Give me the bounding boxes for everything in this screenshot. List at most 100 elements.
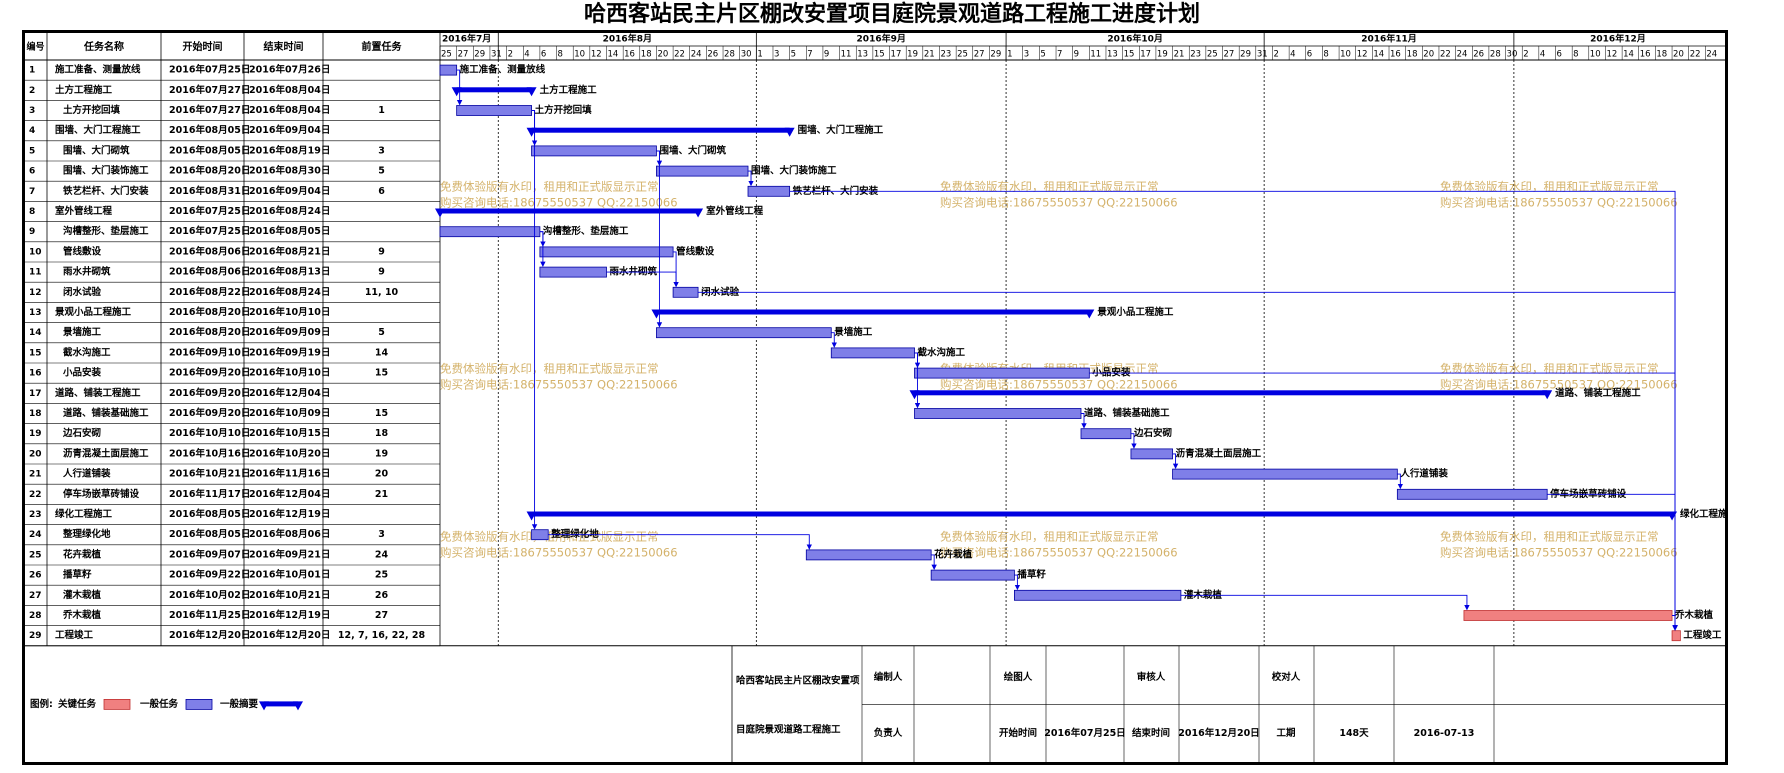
task-id: 16: [29, 369, 42, 379]
critical-task-bar: [1463, 610, 1673, 621]
day-tick-label: 19: [1157, 50, 1168, 60]
day-tick-label: 10: [1340, 50, 1351, 60]
task-end: 2016年12月19日: [249, 609, 330, 621]
task-end: 2016年08月30日: [249, 165, 330, 177]
task-end: 2016年09月04日: [249, 185, 330, 197]
day-tick-label: 17: [891, 50, 902, 60]
task-start: 2016年09月10日: [169, 346, 250, 358]
task-name: 道路、铺装工程施工: [55, 387, 141, 399]
task-bar: [456, 105, 532, 116]
task-id: 9: [29, 227, 35, 237]
task-end: 2016年12月20日: [249, 629, 330, 641]
task-id: 5: [29, 146, 35, 156]
watermark-line2: 购买咨询电话:18675550537 QQ:22150066: [440, 546, 678, 560]
task-predecessors: 3: [378, 529, 385, 540]
day-tick-label: 4: [1540, 50, 1545, 60]
day-tick-label: 12: [1606, 50, 1617, 60]
legend-summary-swatch: [264, 701, 298, 707]
day-tick-label: 29: [990, 50, 1001, 60]
footer-start-label: 开始时间: [999, 727, 1037, 739]
task-name: 停车场嵌草砖铺设: [63, 488, 140, 500]
task-bar: [539, 266, 607, 278]
day-tick-label: 31: [1257, 50, 1268, 60]
day-tick-label: 20: [1673, 50, 1684, 60]
task-end: 2016年10月20日: [249, 447, 330, 459]
task-predecessors: 20: [375, 469, 389, 480]
summary-start-cap: [909, 390, 920, 400]
bar-label: 景墙施工: [833, 326, 873, 338]
day-tick-label: 24: [1457, 50, 1468, 60]
legend-summary-cap: [259, 701, 269, 711]
task-name: 小品安装: [62, 367, 102, 379]
task-name: 室外管线工程: [55, 205, 113, 217]
task-end: 2016年10月21日: [249, 589, 330, 601]
task-predecessors: 24: [375, 549, 389, 560]
task-predecessors: 18: [375, 428, 389, 439]
day-tick-label: 8: [1573, 50, 1578, 60]
bar-label: 沥青混凝土面层施工: [1176, 447, 1262, 459]
day-tick-label: 16: [1390, 50, 1401, 60]
task-bar: [1396, 488, 1548, 500]
day-tick-label: 16: [624, 50, 635, 60]
day-tick-label: 25: [1207, 50, 1218, 60]
task-name: 截水沟施工: [63, 346, 111, 358]
day-tick-label: 10: [574, 50, 585, 60]
day-tick-label: 6: [1557, 50, 1562, 60]
day-tick-label: 8: [1323, 50, 1328, 60]
task-name: 灌木栽植: [63, 589, 102, 601]
task-name: 施工准备、测量放线: [55, 64, 141, 76]
day-tick-label: 30: [1507, 50, 1518, 60]
task-end: 2016年09月04日: [249, 124, 330, 136]
task-end: 2016年12月04日: [249, 488, 330, 500]
summary-bar: [456, 87, 532, 93]
legend-normal-label: 一般任务: [140, 698, 179, 710]
task-id: 4: [29, 126, 35, 136]
summary-end-cap: [1667, 511, 1678, 521]
task-bar: [656, 165, 749, 177]
day-tick-label: 18: [1407, 50, 1418, 60]
day-tick-label: 28: [1490, 50, 1501, 60]
day-tick-label: 14: [1373, 50, 1384, 60]
watermark-line1: 免费体验版有水印，租用和正式版显示正常: [440, 362, 659, 376]
day-tick-label: 5: [1040, 50, 1045, 60]
day-tick-label: 21: [924, 50, 935, 60]
task-start: 2016年07月25日: [169, 64, 250, 76]
watermark-line1: 免费体验版有水印，租用和正式版显示正常: [440, 530, 659, 544]
day-tick-label: 11: [841, 50, 852, 60]
task-bar: [914, 367, 1090, 379]
task-id: 19: [29, 429, 42, 439]
day-tick-label: 2: [1273, 50, 1278, 60]
bar-label: 室外管线工程: [706, 205, 764, 217]
task-bar: [439, 226, 541, 238]
task-start: 2016年07月27日: [169, 84, 250, 96]
watermark-line1: 免费体验版有水印，租用和正式版显示正常: [1440, 362, 1659, 376]
watermark-line2: 购买咨询电话:18675550537 QQ:22150066: [940, 546, 1178, 560]
column-header-end: 结束时间: [264, 40, 304, 53]
task-bar: [914, 408, 1082, 419]
task-bar: [805, 549, 932, 561]
bar-label: 小品安装: [1091, 367, 1131, 379]
summary-start-cap: [651, 309, 662, 319]
task-name: 沟槽整形、垫层施工: [63, 225, 149, 237]
task-end: 2016年10月09日: [249, 407, 330, 419]
task-id: 25: [29, 550, 42, 560]
task-end: 2016年08月04日: [249, 84, 330, 96]
task-start: 2016年08月22日: [169, 286, 250, 298]
day-tick-label: 24: [691, 50, 702, 60]
task-id: 6: [29, 167, 35, 177]
dependency-link: [539, 231, 546, 267]
dependency-link: [698, 291, 1678, 631]
task-start: 2016年09月07日: [169, 548, 250, 560]
task-start: 2016年08月05日: [169, 508, 250, 520]
day-tick-label: 20: [1423, 50, 1434, 60]
bar-label: 围墙、大门装饰施工: [751, 165, 837, 177]
task-id: 28: [29, 611, 42, 621]
day-tick-label: 30: [741, 50, 752, 60]
summary-end-cap: [784, 127, 795, 137]
task-bar: [1014, 589, 1182, 601]
watermark-line1: 免费体验版有水印，租用和正式版显示正常: [1440, 530, 1659, 544]
task-bar: [1172, 468, 1398, 480]
column-header-name: 任务名称: [83, 40, 124, 53]
task-name: 花卉栽植: [63, 548, 102, 560]
